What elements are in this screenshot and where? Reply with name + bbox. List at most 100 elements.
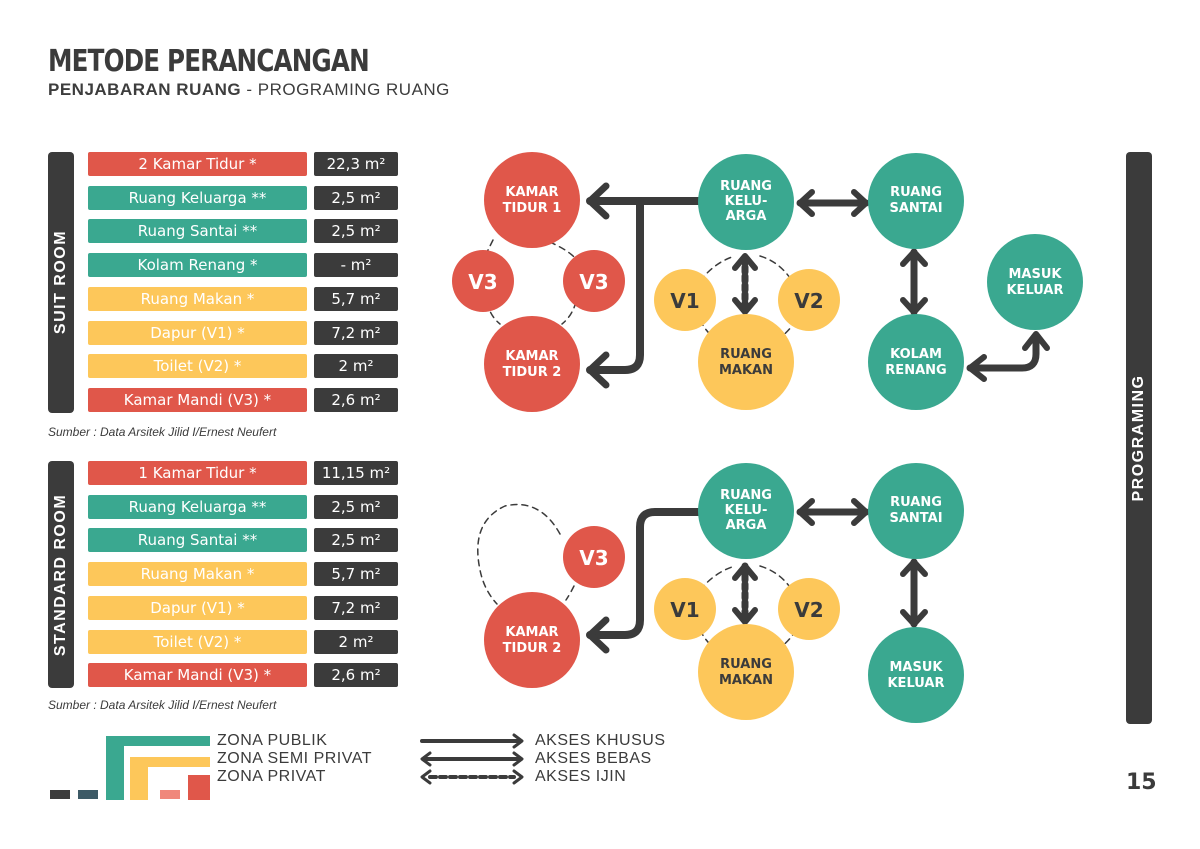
room-name-cell: Dapur (V1) * [88,595,307,620]
node-label-line: KELU- [725,194,768,209]
node-label-line: KOLAM [890,347,942,362]
room-area-cell: 7,2 m² [314,595,398,620]
node-label-line: KAMAR [505,349,558,364]
legend-akses-khusus: AKSES KHUSUS [535,732,666,749]
room-area-cell: 11,15 m² [314,461,398,485]
node-ruang-makan: RUANG MAKAN [698,624,794,720]
node-label-line: RUANG [720,657,772,672]
node-label-line: V3 [579,546,608,570]
node-kamar-tidur-2: KAMAR TIDUR 2 [484,316,580,412]
node-masuk-keluar: MASUK KELUAR [987,234,1083,330]
suit-nodes: KAMAR TIDUR 1 V3 V3 KAMAR TIDUR 2 RUANG … [452,152,1083,412]
node-ruang-santai: RUANG SANTAI [868,153,964,249]
node-label-line: RUANG [720,488,772,503]
node-label-line: TIDUR 2 [503,641,562,656]
room-name-cell: 1 Kamar Tidur * [88,461,307,485]
page-title: METODE PERANCANGAN [48,44,370,79]
room-area-cell: 2 m² [314,629,398,654]
room-name-cell: Kamar Mandi (V3) * [88,387,307,412]
node-masuk-keluar: MASUK KELUAR [868,627,964,723]
node-label-line: SANTAI [889,201,942,216]
page-subtitle: PENJABARAN RUANG - PROGRAMING RUANG [48,80,450,100]
room-name-cell: Toilet (V2) * [88,354,307,379]
node-label-line: TIDUR 2 [503,365,562,380]
node-v3: V3 [563,526,625,588]
room-area-cell: 5,7 m² [314,562,398,587]
standard-connections [477,498,928,654]
node-v2: V2 [778,269,840,331]
suit-room-bar [48,152,74,413]
standard-source: Sumber : Data Arsitek Jilid I/Ernest Neu… [48,698,277,712]
node-label-line: KAMAR [505,625,558,640]
node-v3-right: V3 [563,250,625,312]
node-label-line: KELUAR [887,676,944,691]
node-label-line: V3 [468,270,497,294]
suit-source: Sumber : Data Arsitek Jilid I/Ernest Neu… [48,425,277,439]
node-label-line: V1 [670,598,699,622]
room-name-cell: Kolam Renang * [88,253,307,278]
suit-connections [483,182,1050,389]
room-area-cell: 2,5 m² [314,494,398,519]
room-name-cell: Ruang Makan * [88,286,307,311]
node-label-line: SANTAI [889,511,942,526]
node-label-line: RENANG [885,363,946,378]
node-label-line: RUANG [720,347,772,362]
node-v1: V1 [654,269,716,331]
node-label-line: RUANG [890,185,942,200]
room-area-cell: 2,5 m² [314,219,398,244]
node-label-line: V2 [794,598,823,622]
room-area-cell: 2 m² [314,354,398,379]
room-area-cell: 7,2 m² [314,320,398,345]
node-ruang-makan: RUANG MAKAN [698,314,794,410]
node-label-line: MASUK [1009,267,1063,282]
page-number: 15 [1126,770,1157,795]
room-name-cell: Ruang Keluarga ** [88,185,307,210]
room-name-cell: Ruang Santai ** [88,528,307,553]
node-label-line: MASUK [890,660,944,675]
node-ruang-keluarga: RUANG KELU- ARGA [698,154,794,250]
node-label-line: ARGA [726,209,767,224]
legend-akses-bebas: AKSES BEBAS [535,750,652,767]
room-name-cell: Ruang Santai ** [88,219,307,244]
node-ruang-keluarga: RUANG KELU- ARGA [698,463,794,559]
room-name-cell: Dapur (V1) * [88,320,307,345]
node-v1: V1 [654,578,716,640]
node-label-line: RUANG [890,495,942,510]
node-ruang-santai: RUANG SANTAI [868,463,964,559]
node-label-line: RUANG [720,179,772,194]
node-label-line: ARGA [726,518,767,533]
room-name-cell: Ruang Makan * [88,562,307,587]
legend-zona-publik: ZONA PUBLIK [217,732,328,749]
room-area-cell: 2,5 m² [314,528,398,553]
access-legend-graphic [420,733,524,785]
node-kolam-renang: KOLAM RENANG [868,314,964,410]
node-label-line: KELU- [725,503,768,518]
room-area-cell: - m² [314,253,398,278]
node-label-line: TIDUR 1 [503,201,562,216]
legend-zona-semi-privat: ZONA SEMI PRIVAT [217,750,372,767]
room-area-cell: 2,6 m² [314,663,398,688]
zone-legend-graphic [50,736,210,800]
standard-nodes: V3 KAMAR TIDUR 2 RUANG KELU- ARGA V1 V2 … [484,463,964,723]
room-name-cell: Ruang Keluarga ** [88,494,307,519]
room-area-cell: 22,3 m² [314,152,398,176]
node-label-line: V2 [794,289,823,313]
node-label-line: KELUAR [1006,283,1063,298]
node-v2: V2 [778,578,840,640]
programing-bar [1126,152,1152,724]
node-label-line: V3 [579,270,608,294]
node-label-line: MAKAN [719,363,773,378]
node-label-line: KAMAR [505,185,558,200]
node-label-line: MAKAN [719,673,773,688]
room-area-cell: 2,6 m² [314,387,398,412]
node-v3-left: V3 [452,250,514,312]
standard-room-bar [48,461,74,688]
legend-akses-ijin: AKSES IJIN [535,768,627,785]
room-area-cell: 2,5 m² [314,185,398,210]
legend-zona-privat: ZONA PRIVAT [217,768,326,785]
node-kamar-tidur-2: KAMAR TIDUR 2 [484,592,580,688]
room-name-cell: Toilet (V2) * [88,629,307,654]
room-name-cell: Kamar Mandi (V3) * [88,663,307,688]
subtitle-bold: PENJABARAN RUANG [48,80,242,99]
